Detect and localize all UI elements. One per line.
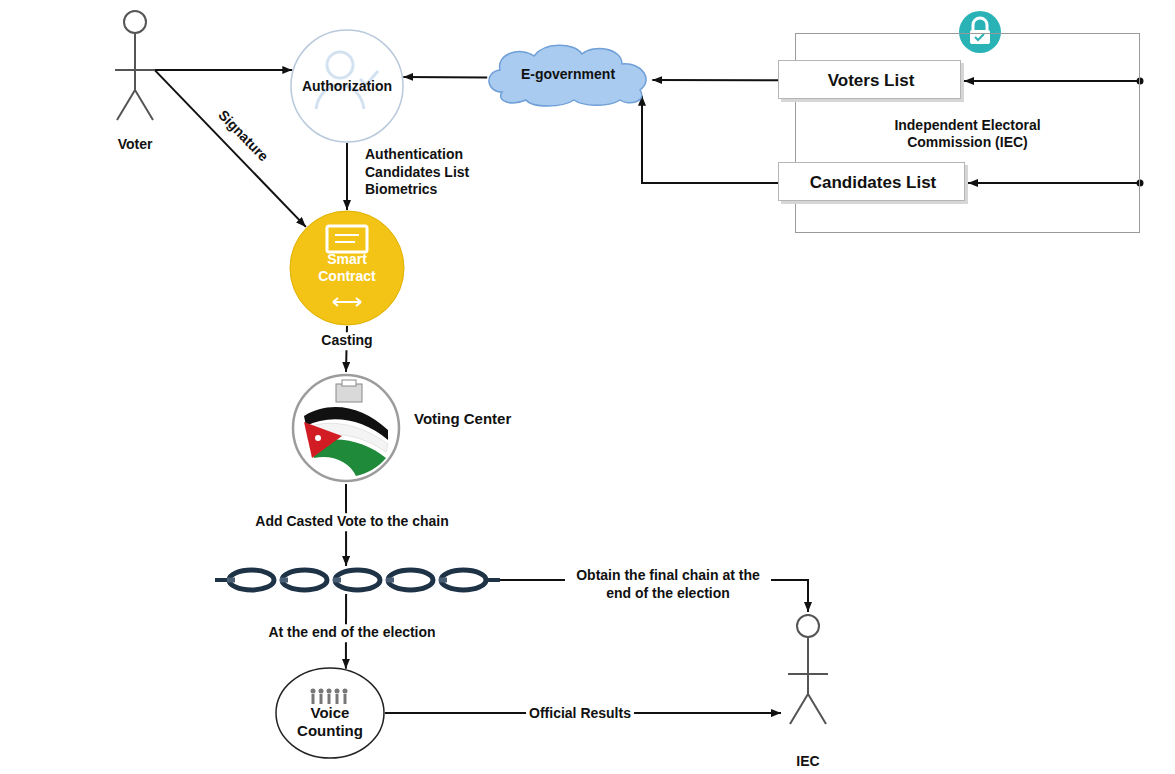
node-text: Voters List bbox=[828, 71, 915, 91]
node-text: IEC bbox=[796, 753, 819, 770]
voting-center-outline bbox=[290, 372, 540, 484]
connector bbox=[155, 69, 292, 71]
connector bbox=[964, 80, 1140, 82]
voters-list-box: Voters List bbox=[778, 60, 964, 102]
edge-label: Obtain the final chain at the end of the… bbox=[565, 567, 771, 602]
node-text: Voice Counting bbox=[283, 704, 377, 740]
iec-actor: IEC bbox=[778, 612, 838, 770]
text-holder: Voter bbox=[118, 135, 153, 153]
connector bbox=[155, 70, 306, 227]
node-text: Voter bbox=[118, 136, 153, 153]
connector bbox=[642, 96, 778, 183]
text-holder: Authorization bbox=[302, 77, 392, 95]
authorization-circle: Authorization bbox=[290, 29, 404, 143]
node-text: Candidates List bbox=[810, 173, 937, 193]
node-text: Independent Electoral Commission (IEC) bbox=[855, 117, 1080, 151]
edge-label: Authentication Candidates List Biometric… bbox=[362, 146, 493, 199]
node-text: Smart Contract bbox=[298, 251, 397, 285]
connector bbox=[346, 143, 348, 210]
edge-label: Add Casted Vote to the chain bbox=[252, 513, 451, 531]
node-text: E-government bbox=[521, 66, 615, 83]
iec-actor-outline bbox=[778, 612, 838, 770]
text-holder: Smart Contract bbox=[298, 251, 397, 285]
node-text: Voting Center bbox=[414, 410, 511, 428]
voting-center: Voting Center bbox=[290, 372, 540, 484]
edge-label: Casting bbox=[318, 332, 375, 350]
voter-actor-outline bbox=[105, 8, 165, 153]
text-holder: Voice Counting bbox=[283, 686, 377, 740]
connector-dot bbox=[1137, 180, 1144, 187]
blockchain bbox=[215, 566, 500, 594]
blockchain-outline bbox=[215, 566, 500, 594]
connector bbox=[968, 182, 1140, 184]
edge-label: Official Results bbox=[526, 705, 634, 723]
text-holder: E-government bbox=[521, 65, 615, 83]
text-holder: Independent Electoral Commission (IEC) bbox=[855, 117, 1080, 151]
connector bbox=[652, 79, 778, 81]
iec-box: Independent Electoral Commission (IEC) Vo… bbox=[795, 33, 1140, 233]
edge-label: At the end of the election bbox=[265, 624, 438, 642]
text-holder: IEC bbox=[796, 752, 819, 770]
lock-icon bbox=[959, 11, 1001, 53]
connector-dot bbox=[1137, 78, 1144, 85]
smart-contract-circle: Smart Contract bbox=[289, 210, 405, 326]
voter-actor: Voter bbox=[105, 8, 165, 153]
edge-label: Signature bbox=[212, 105, 274, 168]
text-holder: Candidates List bbox=[810, 173, 937, 193]
text-holder: Voters List bbox=[828, 71, 915, 91]
egov-cloud: E-government bbox=[482, 40, 654, 108]
voice-counting-circle: Voice Counting bbox=[275, 667, 385, 759]
text-holder: Voting Center bbox=[414, 410, 540, 428]
connector bbox=[403, 76, 487, 79]
candidates-list-box: Candidates List bbox=[778, 162, 968, 204]
node-text: Authorization bbox=[302, 78, 392, 95]
